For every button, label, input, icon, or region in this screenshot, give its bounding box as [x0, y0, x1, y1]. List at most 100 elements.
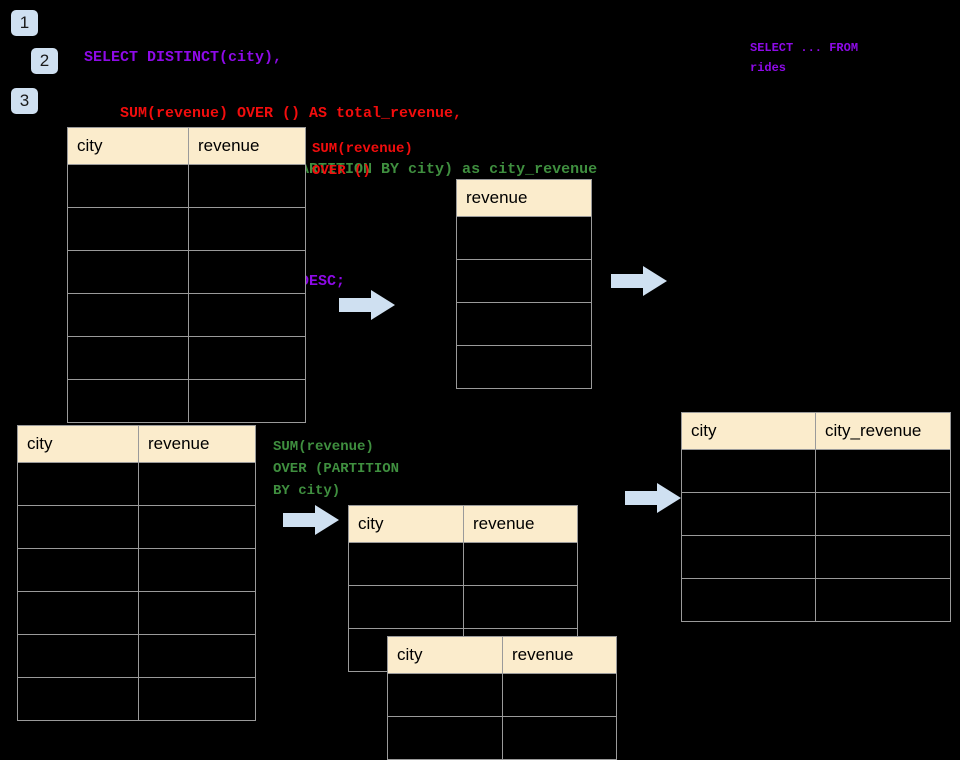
table-row: [67, 379, 306, 423]
table-row: [681, 535, 951, 579]
table-cell: [456, 345, 592, 389]
table-header-row: city revenue: [67, 127, 306, 165]
step-badge-3: 3: [11, 88, 38, 114]
table-cell: [67, 250, 189, 294]
table-row: [67, 293, 306, 337]
table-total-revenue: revenue: [456, 179, 592, 389]
table-rides-source-bottom: city revenue: [17, 425, 256, 721]
table-row: [456, 216, 592, 260]
table-cell: [188, 379, 306, 423]
arrow-source-to-partition: [283, 505, 339, 535]
table-cell: [67, 207, 189, 251]
table-cell: [681, 492, 816, 536]
table-row: [17, 548, 256, 592]
table-header-row: revenue: [456, 179, 592, 217]
column-header-revenue: revenue: [456, 179, 592, 217]
arrow-head: [643, 266, 667, 296]
arrow-head: [657, 483, 681, 513]
table-cell: [188, 336, 306, 380]
column-header-revenue: revenue: [502, 636, 617, 674]
table-cell: [17, 548, 139, 592]
table-header-row: city revenue: [387, 636, 617, 674]
arrow-shaft: [339, 298, 373, 312]
arrow-shaft: [625, 491, 659, 505]
arrow-total-to-right: [611, 266, 667, 296]
table-row: [681, 449, 951, 493]
table-row: [17, 505, 256, 549]
column-header-city-revenue: city_revenue: [815, 412, 951, 450]
arrow-head: [371, 290, 395, 320]
table-cell: [456, 259, 592, 303]
table-cell: [348, 542, 464, 586]
table-cell: [67, 336, 189, 380]
table-row: [17, 462, 256, 506]
step-badge-2: 2: [31, 48, 58, 74]
table-row: [67, 164, 306, 208]
table-cell: [815, 535, 951, 579]
table-cell: [681, 449, 816, 493]
column-header-city: city: [681, 412, 816, 450]
table-cell: [188, 164, 306, 208]
table-cell: [815, 492, 951, 536]
sql-line-total-revenue: SUM(revenue) OVER () AS total_revenue,: [84, 105, 463, 122]
table-cell: [188, 250, 306, 294]
table-row: [67, 336, 306, 380]
table-cell: [387, 673, 503, 717]
table-cell: [188, 293, 306, 337]
table-row: [17, 677, 256, 721]
table-cell: [348, 585, 464, 629]
table-cell: [502, 673, 617, 717]
column-header-revenue: revenue: [463, 505, 578, 543]
table-row: [348, 542, 578, 586]
side-note-select-from: SELECT ... FROM rides: [750, 41, 859, 75]
table-cell: [17, 634, 139, 678]
table-header-row: city city_revenue: [681, 412, 951, 450]
table-rides-source-top: city revenue: [67, 127, 306, 423]
table-cell: [138, 677, 256, 721]
table-cell: [17, 677, 139, 721]
table-cell: [17, 591, 139, 635]
table-cell: [138, 548, 256, 592]
arrow-head: [315, 505, 339, 535]
table-row: [387, 673, 617, 717]
annotation-over-partition: SUM(revenue) OVER (PARTITION BY city): [273, 439, 400, 499]
table-cell: [67, 379, 189, 423]
column-header-revenue: revenue: [188, 127, 306, 165]
table-row: [17, 591, 256, 635]
column-header-city: city: [17, 425, 139, 463]
table-final-result: city city_revenue: [681, 412, 951, 622]
table-row: [348, 585, 578, 629]
table-cell: [681, 535, 816, 579]
arrow-source-to-total: [339, 290, 395, 320]
table-header-row: city revenue: [17, 425, 256, 463]
table-cell: [463, 585, 578, 629]
table-row: [456, 302, 592, 346]
arrow-shaft: [611, 274, 645, 288]
column-header-city: city: [387, 636, 503, 674]
table-row: [681, 578, 951, 622]
table-cell: [138, 591, 256, 635]
table-row: [67, 250, 306, 294]
table-cell: [456, 216, 592, 260]
table-cell: [456, 302, 592, 346]
column-header-city: city: [67, 127, 189, 165]
table-row: [387, 716, 617, 760]
arrow-shaft: [283, 513, 317, 527]
arrow-partition-to-result: [625, 483, 681, 513]
table-cell: [463, 542, 578, 586]
table-cell: [815, 578, 951, 622]
table-cell: [502, 716, 617, 760]
table-cell: [17, 462, 139, 506]
table-cell: [138, 505, 256, 549]
table-cell: [815, 449, 951, 493]
table-row: [456, 345, 592, 389]
table-cell: [138, 634, 256, 678]
table-row: [67, 207, 306, 251]
table-row: [456, 259, 592, 303]
sql-line-select: SELECT DISTINCT(city),: [84, 49, 283, 66]
table-row: [17, 634, 256, 678]
table-cell: [17, 505, 139, 549]
table-row: [681, 492, 951, 536]
table-partition-group-front: city revenue: [387, 636, 617, 760]
table-cell: [67, 164, 189, 208]
